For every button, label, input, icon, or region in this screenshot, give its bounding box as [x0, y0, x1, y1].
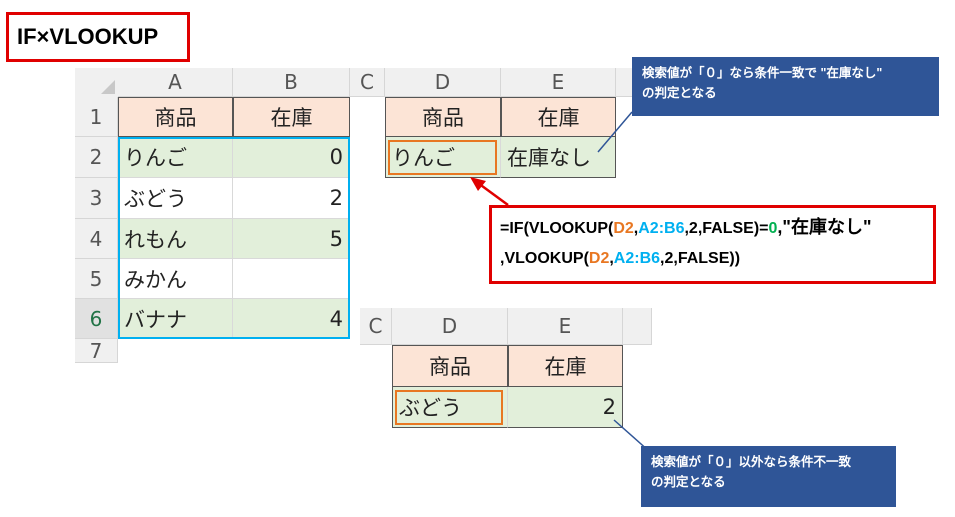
range-a2-b6-highlight	[118, 137, 350, 339]
column-header-a[interactable]: A	[118, 68, 233, 97]
formula-box: =IF(VLOOKUP(D2,A2:B6,2,FALSE)=0,"在庫なし" ,…	[489, 205, 936, 284]
cell-a4[interactable]: れもん	[118, 219, 233, 259]
formula-ref-d2: D2	[613, 220, 634, 237]
formula-part-end: ,2,FALSE))	[660, 250, 741, 267]
cell-a3[interactable]: ぶどう	[118, 178, 233, 219]
callout-bottom-line1: 検索値が「０」以外なら条件不一致	[651, 455, 852, 469]
select-all-triangle-icon	[101, 80, 115, 94]
row-header-1[interactable]: 1	[75, 97, 118, 137]
callout-bottom: 検索値が「０」以外なら条件不一致 の判定となる	[641, 446, 896, 507]
formula-ref-d2-2: D2	[588, 250, 610, 267]
column-header-d-2[interactable]: D	[392, 308, 508, 345]
cell-b5[interactable]	[233, 259, 350, 299]
callout-top-line2: の判定となる	[642, 86, 717, 100]
cell-d2[interactable]: りんご	[385, 137, 501, 178]
title-text: IF×VLOOKUP	[17, 24, 159, 49]
cell-b1[interactable]: 在庫	[233, 97, 350, 137]
title-box: IF×VLOOKUP	[6, 12, 190, 62]
row-header-3[interactable]: 3	[75, 178, 118, 219]
formula-line-2: ,VLOOKUP(D2,A2:B6,2,FALSE))	[500, 244, 925, 274]
cell-e1[interactable]: 在庫	[501, 97, 616, 137]
lookup-ref-highlight-2	[395, 390, 503, 425]
cell-a2[interactable]: りんご	[118, 137, 233, 178]
column-header-e-2[interactable]: E	[508, 308, 623, 345]
formula-comma-2: ,	[609, 250, 614, 267]
row-header-4[interactable]: 4	[75, 219, 118, 259]
callout-top: 検索値が「０」なら条件一致で "在庫なし" の判定となる	[632, 57, 939, 116]
cell-e2-2[interactable]: 2	[508, 387, 623, 428]
row-header-6[interactable]: 6	[75, 299, 118, 339]
formula-range-a2b6: A2:B6	[638, 220, 685, 237]
spreadsheet-main: A B C D E 1 2 3 4 5 6 7 商品 在庫 商品 在庫 りんご …	[75, 68, 715, 363]
cell-d1-2[interactable]: 商品	[392, 345, 508, 387]
cell-b4[interactable]: 5	[233, 219, 350, 259]
spreadsheet-second: C D E 商品 在庫 ぶどう 2	[360, 308, 652, 433]
cell-a6[interactable]: バナナ	[118, 299, 233, 339]
formula-comma: ,	[633, 220, 639, 237]
callout-top-line1: 検索値が「０」なら条件一致で "在庫なし"	[642, 66, 883, 80]
formula-range-a2b6-2: A2:B6	[613, 250, 661, 267]
formula-part-vlookup: ,VLOOKUP(	[500, 250, 589, 267]
formula-value-zero: 0	[768, 220, 778, 237]
column-header-c[interactable]: C	[350, 68, 385, 97]
callout-bottom-line2: の判定となる	[651, 475, 726, 489]
formula-part-args: ,2,FALSE)=	[684, 220, 769, 237]
column-header-b[interactable]: B	[233, 68, 350, 97]
cell-d2-2[interactable]: ぶどう	[392, 387, 508, 428]
top-callout-connector	[597, 111, 633, 153]
column-header-d[interactable]: D	[385, 68, 501, 97]
column-header-blank-2[interactable]	[623, 308, 652, 345]
select-all-corner[interactable]	[75, 68, 118, 97]
formula-line-1: =IF(VLOOKUP(D2,A2:B6,2,FALSE)=0,"在庫なし"	[500, 212, 925, 244]
cell-b3[interactable]: 2	[233, 178, 350, 219]
column-header-c-2[interactable]: C	[360, 308, 392, 345]
row-header-7[interactable]: 7	[75, 339, 118, 363]
row-header-2[interactable]: 2	[75, 137, 118, 178]
row-header-5[interactable]: 5	[75, 259, 118, 299]
cell-a1[interactable]: 商品	[118, 97, 233, 137]
formula-arrow-line	[477, 181, 509, 207]
cell-e1-2[interactable]: 在庫	[508, 345, 623, 387]
cell-b2[interactable]: 0	[233, 137, 350, 178]
column-header-e[interactable]: E	[501, 68, 616, 97]
formula-part-text: ,"在庫なし"	[777, 217, 872, 237]
formula-arrow-head	[470, 177, 486, 191]
lookup-ref-highlight	[388, 140, 497, 175]
formula-part-if: =IF(VLOOKUP(	[500, 220, 614, 237]
cell-a5[interactable]: みかん	[118, 259, 233, 299]
cell-e2[interactable]: 在庫なし	[501, 137, 616, 178]
cell-d1[interactable]: 商品	[385, 97, 501, 137]
